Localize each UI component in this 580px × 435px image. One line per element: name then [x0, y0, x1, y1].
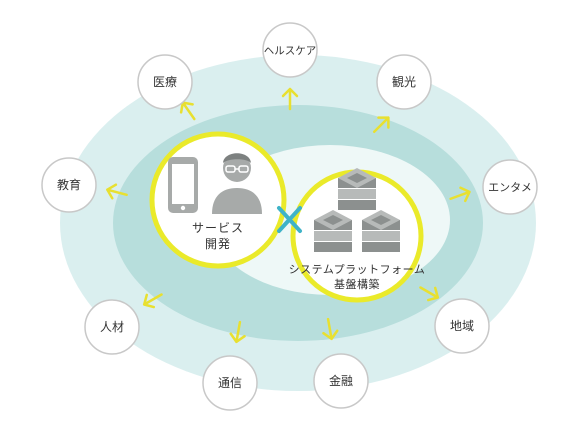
node-circle [137, 54, 193, 110]
node-label: 観光 [392, 75, 416, 89]
node-label: 地域 [450, 319, 474, 333]
cross-icon [277, 206, 302, 233]
arrow-icon [106, 183, 128, 200]
node-jinzai: 人材 [84, 299, 140, 355]
server-icon [338, 168, 376, 210]
platform-label-line1: システムプラットフォーム [289, 263, 426, 276]
node-circle [313, 353, 369, 409]
node-circle [202, 355, 258, 411]
node-circle [262, 22, 318, 78]
arrow-icon [322, 317, 339, 341]
node-entame: エンタメ [482, 159, 538, 215]
server-stack-icon [314, 168, 400, 252]
node-label: ヘルスケア [264, 45, 317, 57]
node-circle [41, 157, 97, 213]
node-circle [434, 298, 490, 354]
arrow-icon [419, 286, 440, 302]
node-kinyu: 金融 [313, 353, 369, 409]
arrow-icon [229, 320, 246, 344]
person-icon [212, 153, 262, 214]
arrow-group [106, 87, 471, 344]
server-icon [362, 210, 400, 252]
node-circle [376, 54, 432, 110]
node-healthcare: ヘルスケア [262, 22, 318, 78]
arrow-icon [281, 87, 299, 111]
server-icon [314, 210, 352, 252]
node-label: 医療 [153, 75, 177, 89]
service-circle-group: サービス 開発 [149, 131, 287, 269]
node-tsushin: 通信 [202, 355, 258, 411]
node-label: 通信 [218, 376, 242, 390]
service-label-line2: 開発 [205, 237, 231, 251]
arrow-icon [449, 186, 471, 203]
node-label: 金融 [329, 373, 353, 388]
node-kanko: 観光 [376, 54, 432, 110]
service-label-line1: サービス [192, 221, 244, 235]
platform-circle-group: システムプラットフォーム 基盤構築 [289, 168, 426, 303]
platform-label-line2: 基盤構築 [334, 277, 380, 291]
node-label: エンタメ [488, 181, 532, 194]
smartphone-icon [168, 157, 198, 213]
node-kyoiku: 教育 [41, 157, 97, 213]
node-iryo: 医療 [137, 54, 193, 110]
arrow-icon [142, 293, 163, 309]
arrow-icon [372, 116, 390, 134]
node-chiiki: 地域 [434, 298, 490, 354]
node-label: 教育 [57, 177, 81, 192]
node-circle [482, 159, 538, 215]
node-label: 人材 [100, 320, 124, 334]
node-circle [84, 299, 140, 355]
